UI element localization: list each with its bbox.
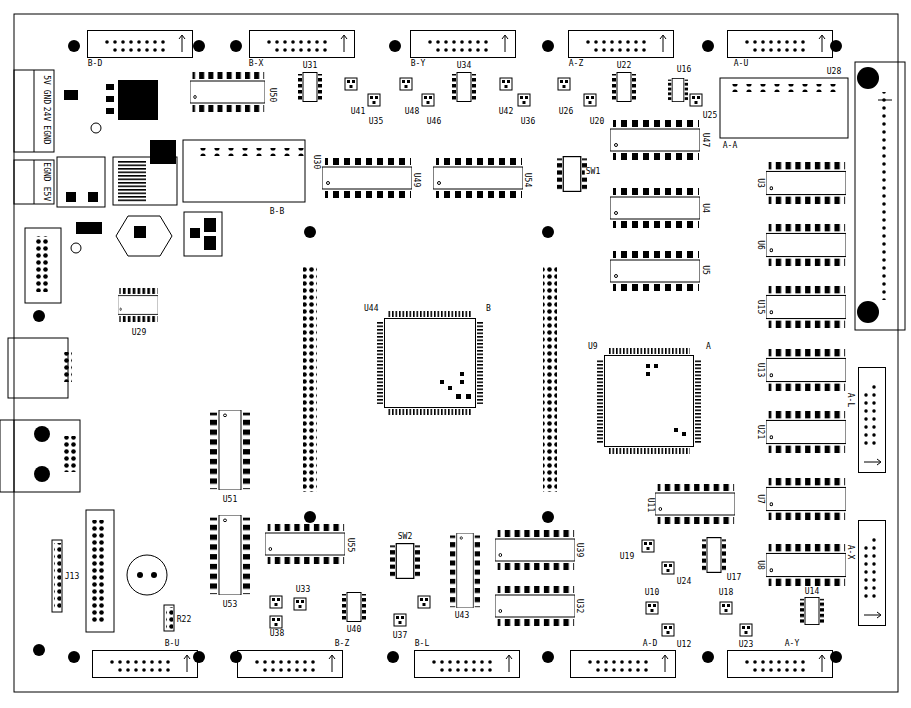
silkscreen-label: U42: [498, 108, 514, 116]
silkscreen-label: B-U: [164, 640, 180, 648]
silkscreen-label: U36: [520, 118, 536, 126]
silkscreen-label: U55: [346, 537, 354, 553]
silkscreen-label: B-B: [269, 208, 285, 216]
silkscreen-label: A-X: [846, 544, 854, 560]
silkscreen-label: R22: [176, 616, 192, 624]
silkscreen-label: U24: [676, 578, 692, 586]
silkscreen-label: EGND: [42, 161, 50, 182]
ref-designator: B: [485, 305, 492, 313]
silkscreen-label: A-Z: [568, 60, 584, 68]
silkscreen-label: A-U: [733, 60, 749, 68]
silkscreen-label: B-Z: [334, 640, 350, 648]
silkscreen-label: U5: [701, 264, 709, 276]
silkscreen-label: U51: [222, 496, 238, 504]
silkscreen-label: U34: [456, 62, 472, 70]
silkscreen-label: U25: [702, 112, 718, 120]
silkscreen-label: U23: [738, 641, 754, 649]
silkscreen-label: U10: [644, 589, 660, 597]
silkscreen-label: U19: [619, 553, 635, 561]
silkscreen-label: A-L: [846, 392, 854, 408]
silkscreen-label: U31: [302, 62, 318, 70]
silkscreen-label: 5V: [42, 74, 50, 86]
silkscreen-label: U46: [426, 118, 442, 126]
silkscreen-label: U32: [575, 598, 583, 614]
silkscreen-label: U43: [454, 612, 470, 620]
silkscreen-label: U13: [756, 362, 764, 378]
silkscreen-label: A-Y: [784, 640, 800, 648]
silkscreen-label: U4: [701, 202, 709, 214]
ic-package: U9A: [604, 355, 694, 447]
ref-designator: U44: [363, 305, 379, 313]
silkscreen-label: U53: [222, 601, 238, 609]
silkscreen-label: U3: [756, 177, 764, 189]
silkscreen-label: U33: [295, 586, 311, 594]
silkscreen-label: U28: [826, 68, 842, 76]
silkscreen-label: U17: [726, 574, 742, 582]
silkscreen-label: U21: [756, 424, 764, 440]
silkscreen-label: U16: [676, 66, 692, 74]
silkscreen-label: U38: [269, 630, 285, 638]
silkscreen-label: U54: [523, 172, 531, 188]
silkscreen-label: E5V: [42, 186, 50, 202]
silkscreen-label: U11: [646, 497, 654, 513]
silkscreen-label: U30: [312, 154, 320, 170]
silkscreen-label: U26: [558, 108, 574, 116]
silkscreen-label: U22: [616, 62, 632, 70]
silkscreen-label: U37: [392, 632, 408, 640]
silkscreen-label: B-X: [248, 60, 264, 68]
silkscreen-label: SW2: [397, 533, 413, 541]
silkscreen-label: EGND: [42, 124, 50, 145]
silkscreen-label: U14: [804, 588, 820, 596]
silkscreen-label: A-D: [642, 640, 658, 648]
silkscreen-label: U12: [676, 641, 692, 649]
silkscreen-label: 24V: [42, 106, 50, 122]
silkscreen-label: U6: [756, 239, 764, 251]
silkscreen-label: U48: [404, 108, 420, 116]
ref-designator: A: [705, 343, 712, 351]
silkscreen-label: J13: [64, 573, 80, 581]
silkscreen-label: U50: [268, 87, 276, 103]
silkscreen-label: GND: [42, 89, 50, 105]
silkscreen-label: B-D: [87, 60, 103, 68]
silkscreen-label: U29: [131, 329, 147, 337]
silkscreen-label: SW1: [585, 168, 601, 176]
silkscreen-label: U39: [575, 542, 583, 558]
silkscreen-label: U15: [756, 299, 764, 315]
silkscreen-label: B-Y: [410, 60, 426, 68]
silkscreen-label: U18: [718, 589, 734, 597]
silkscreen-label: U20: [589, 118, 605, 126]
silkscreen-label: U41: [350, 108, 366, 116]
silkscreen-label: U47: [701, 132, 709, 148]
silkscreen-label: B-L: [414, 640, 430, 648]
ref-designator: U9: [587, 343, 599, 351]
silkscreen-label: U7: [756, 493, 764, 505]
silkscreen-label: U40: [346, 626, 362, 634]
silkscreen-label: U8: [756, 559, 764, 571]
ic-package: U44B: [384, 318, 476, 408]
silkscreen-label: U49: [412, 172, 420, 188]
silkscreen-label: A-A: [722, 142, 738, 150]
silkscreen-label: U35: [368, 118, 384, 126]
